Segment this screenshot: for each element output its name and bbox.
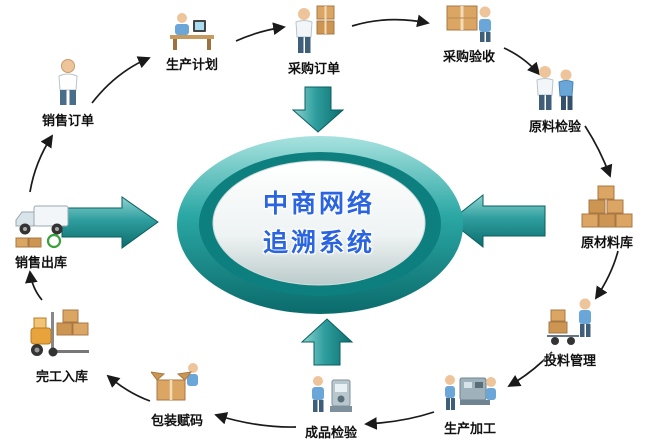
node-material-inspection: 原料检验	[522, 64, 588, 135]
node-purchase-order: 采购订单	[282, 4, 346, 77]
flow-arrow	[106, 374, 151, 402]
boxes-stack-icon	[580, 182, 634, 230]
node-label: 投料管理	[543, 354, 596, 369]
node-label: 原料检验	[528, 120, 581, 135]
flow-arrow	[507, 351, 553, 387]
flow-arrow	[235, 22, 286, 42]
flow-arrows	[25, 14, 619, 430]
flow-arrow	[29, 134, 54, 193]
node-feeding-management: 投料管理	[538, 296, 602, 369]
box-acceptance-icon	[443, 0, 495, 44]
inspectors-icon	[530, 64, 580, 114]
node-finished-product-inspection: 成品检验	[300, 374, 362, 441]
cart-worker-icon	[545, 296, 595, 348]
flow-arrow	[351, 14, 430, 28]
flow-arrow	[594, 250, 619, 300]
center-ellipse	[177, 136, 463, 314]
node-label: 原材料库	[580, 236, 633, 251]
node-label: 生产加工	[443, 422, 496, 437]
node-sales-outbound: 销售出库	[8, 198, 74, 271]
buyer-boxes-icon	[291, 4, 337, 56]
node-label: 成品检验	[304, 426, 357, 441]
node-production-processing: 生产加工	[438, 370, 502, 437]
node-completion-warehousing: 完工入库	[26, 306, 98, 385]
node-label: 销售出库	[14, 256, 67, 271]
flow-arrow	[25, 270, 43, 301]
inward-arrows	[61, 86, 546, 366]
flow-arrow	[364, 411, 435, 430]
node-packaging-coding: 包装赋码	[146, 362, 208, 429]
inward-arrow-right	[449, 193, 546, 249]
inward-arrow-bottom	[300, 318, 354, 366]
node-label: 销售订单	[41, 114, 94, 129]
flow-arrow	[503, 47, 541, 76]
node-label: 采购订单	[287, 62, 340, 77]
salesperson-icon	[49, 58, 87, 108]
node-label: 完工入库	[35, 370, 88, 385]
inward-arrow-top	[291, 86, 345, 133]
flow-arrow	[584, 125, 613, 178]
center-title-line2: 追溯系统	[262, 228, 375, 257]
truck-icon	[12, 198, 70, 250]
forklift-icon	[27, 306, 97, 364]
flow-arrow	[91, 56, 151, 104]
node-label: 采购验收	[442, 50, 495, 65]
node-production-plan: 生产计划	[152, 12, 232, 73]
node-sales-order: 销售订单	[30, 58, 106, 129]
machine-workers-icon	[442, 370, 498, 416]
node-purchase-acceptance: 采购验收	[436, 0, 502, 65]
node-label: 包装赋码	[150, 414, 203, 429]
center-title: 中商网络 追溯系统	[219, 184, 419, 262]
center-title-line1: 中商网络	[262, 189, 375, 218]
node-label: 生产计划	[165, 58, 218, 73]
open-box-icon	[149, 362, 203, 408]
product-check-icon	[306, 374, 356, 420]
flow-arrow	[214, 412, 297, 428]
inward-arrow-left	[61, 196, 159, 249]
planner-desk-icon	[167, 12, 217, 52]
node-raw-material-warehouse: 原材料库	[574, 182, 640, 251]
